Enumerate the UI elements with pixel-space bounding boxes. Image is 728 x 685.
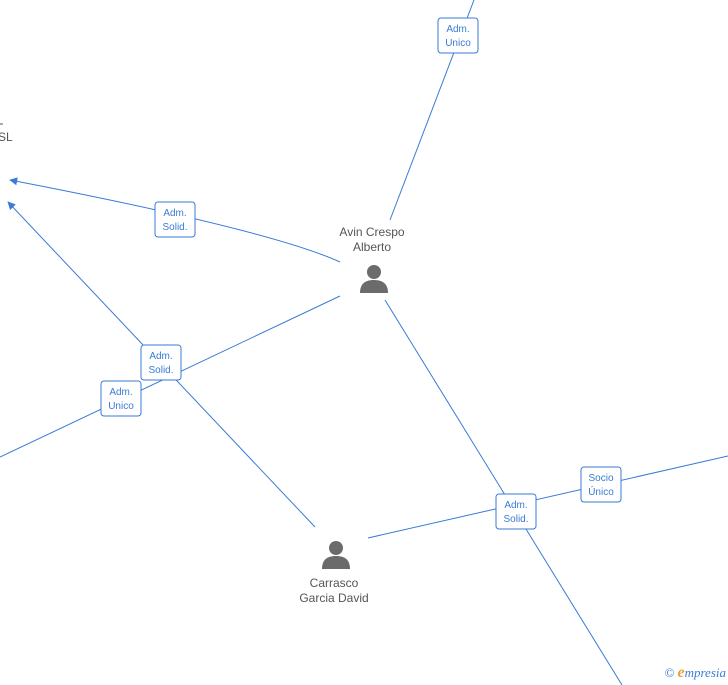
- relation-label-line1: Adm.: [504, 500, 527, 511]
- offpage-company-label[interactable]: SL: [0, 130, 13, 144]
- relation-box-lower-right[interactable]: Adm. Solid.: [495, 493, 537, 530]
- brand-name: mpresia: [684, 665, 726, 680]
- relation-box-avin-left[interactable]: Adm. Solid.: [154, 201, 196, 238]
- relation-label-line2: Solid.: [162, 222, 187, 233]
- person-icon: [360, 265, 388, 293]
- person-name-line1: Avin Crespo: [339, 225, 404, 239]
- relation-box-socio[interactable]: Socio Único: [580, 466, 622, 503]
- edge-avin-lower-right: [384, 299, 623, 685]
- copyright-icon: ©: [664, 665, 675, 680]
- relation-label-line2: Solid.: [148, 365, 173, 376]
- relation-label-line1: Adm.: [149, 351, 172, 362]
- person-icon: [322, 541, 350, 569]
- relation-label-line1: Adm.: [163, 208, 186, 219]
- edge-carrasco-right: [367, 455, 728, 539]
- brand-initial: e: [677, 664, 685, 681]
- relation-label-line1: Socio: [588, 473, 613, 484]
- relation-label-line1: Adm.: [446, 24, 469, 35]
- relation-label-line2: Único: [588, 485, 614, 498]
- empresia-brand: ©empresia: [665, 664, 726, 682]
- person-name-line1: Carrasco: [310, 576, 359, 590]
- person-node-avin[interactable]: Avin Crespo Alberto: [339, 225, 405, 293]
- person-name-line2: Alberto: [353, 240, 391, 254]
- relation-label-line2: Unico: [108, 401, 134, 412]
- relation-label-line2: Unico: [445, 38, 471, 49]
- person-node-carrasco[interactable]: Carrasco Garcia David: [299, 541, 369, 605]
- edge-avin-to-company: [9, 177, 341, 263]
- relation-box-lower-left[interactable]: Adm. Unico: [100, 380, 142, 417]
- relation-box-center-left[interactable]: Adm. Solid.: [140, 344, 182, 381]
- relation-label-line2: Solid.: [503, 514, 528, 525]
- person-name-line2: Garcia David: [299, 591, 368, 605]
- relation-label-line1: Adm.: [109, 387, 132, 398]
- relation-box-top[interactable]: Adm. Unico: [437, 17, 479, 54]
